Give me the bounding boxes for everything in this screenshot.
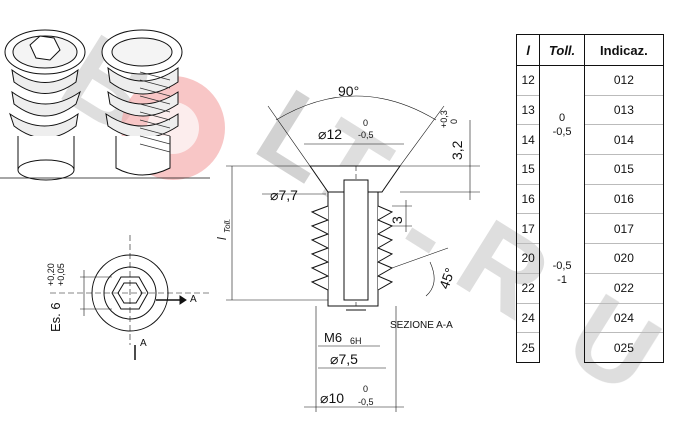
tolerance-upper: 0	[558, 112, 566, 125]
section-marker-top: A	[190, 294, 197, 305]
table-row: 16 -0,5 -1 016	[515, 183, 665, 363]
base-diameter-dimension	[304, 306, 404, 412]
table-header-row: l Toll. Indicaz.	[515, 34, 665, 66]
thread-label: M6	[324, 330, 342, 345]
cell-code: 025	[583, 332, 665, 363]
angle-label: 90°	[338, 83, 359, 99]
head-height-tol-upper: +0,3	[439, 110, 449, 128]
insert-3d-view	[4, 29, 86, 181]
cell-length: 14	[515, 124, 541, 155]
size-table: l Toll. Indicaz. 12 0 -0,5 012 13 013 14…	[515, 34, 665, 363]
insert-3d-cutaway	[101, 29, 183, 176]
cell-code: 014	[583, 124, 665, 155]
table-row: 13 013	[515, 94, 665, 125]
head-diameter-label: ⌀12	[318, 126, 342, 142]
cell-length: 25	[515, 332, 541, 363]
cell-code: 017	[583, 213, 665, 244]
chamfer-label: 45°	[436, 266, 458, 291]
pitch-dimension	[392, 200, 412, 232]
header-tolerance: Toll.	[539, 34, 585, 66]
length-label: l	[215, 237, 229, 240]
head-height-label: 3,2	[449, 140, 465, 160]
cell-code: 013	[583, 94, 665, 125]
table-row: 20 020	[515, 243, 665, 274]
cell-code: 020	[583, 243, 665, 274]
hex-label: Es. 6	[48, 302, 63, 332]
section-title: SEZIONE A-A	[390, 320, 453, 331]
cell-length: 22	[515, 272, 541, 303]
chamfer-dimension	[391, 247, 449, 297]
cell-length: 12	[515, 65, 541, 96]
table-row: 17 017	[515, 213, 665, 244]
table-row: 22 022	[515, 272, 665, 303]
pitch-label: 3	[389, 216, 405, 224]
cell-length: 13	[515, 94, 541, 125]
core-diameter-label: ⌀7,5	[330, 351, 358, 367]
angle-dimension	[267, 95, 445, 167]
base-diameter-tol-upper: 0	[363, 384, 368, 394]
head-height-tol-lower: 0	[449, 119, 459, 124]
cell-length: 24	[515, 302, 541, 333]
table-row: 25 025	[515, 332, 665, 363]
length-sublabel: Toll.	[223, 219, 232, 233]
tolerance-lower: -1	[557, 274, 567, 287]
neck-diameter-label: ⌀7,7	[270, 187, 298, 203]
cell-code: 016	[583, 183, 665, 214]
hex-tol-upper: +0,20	[46, 263, 56, 286]
head-height-dimension	[400, 120, 480, 200]
table-row: 24 024	[515, 302, 665, 333]
cell-length: 16	[515, 183, 541, 214]
section-view	[309, 165, 401, 311]
header-code: Indicaz.	[583, 34, 665, 66]
table-row: 12 0 -0,5 012	[515, 65, 665, 185]
table-row: 15 015	[515, 154, 665, 185]
tolerance-upper: -0,5	[552, 260, 572, 273]
cell-tolerance: 0 -0,5	[539, 65, 585, 185]
head-diameter-tol-upper: 0	[363, 118, 368, 128]
cell-code: 022	[583, 272, 665, 303]
section-marker-bottom: A	[140, 338, 147, 349]
length-dimension	[226, 165, 328, 301]
cell-length: 20	[515, 243, 541, 274]
head-diameter-tol-lower: -0,5	[358, 130, 374, 140]
thread-class: 6H	[350, 336, 362, 346]
tolerance-lower: -0,5	[552, 126, 572, 139]
cell-code: 012	[583, 65, 665, 96]
base-diameter-label: ⌀10	[320, 390, 344, 406]
table-row: 14 014	[515, 124, 665, 155]
cell-tolerance: -0,5 -1	[539, 184, 585, 363]
cell-length: 15	[515, 154, 541, 185]
hex-tol-lower: +0,05	[56, 263, 66, 286]
cell-code: 024	[583, 302, 665, 333]
hex-dimension: Es. 6 +0,20 +0,05	[46, 263, 112, 332]
base-diameter-tol-lower: -0,5	[358, 397, 374, 407]
header-length: l	[515, 34, 541, 66]
cell-length: 17	[515, 213, 541, 244]
top-view	[50, 235, 210, 360]
cell-code: 015	[583, 154, 665, 185]
